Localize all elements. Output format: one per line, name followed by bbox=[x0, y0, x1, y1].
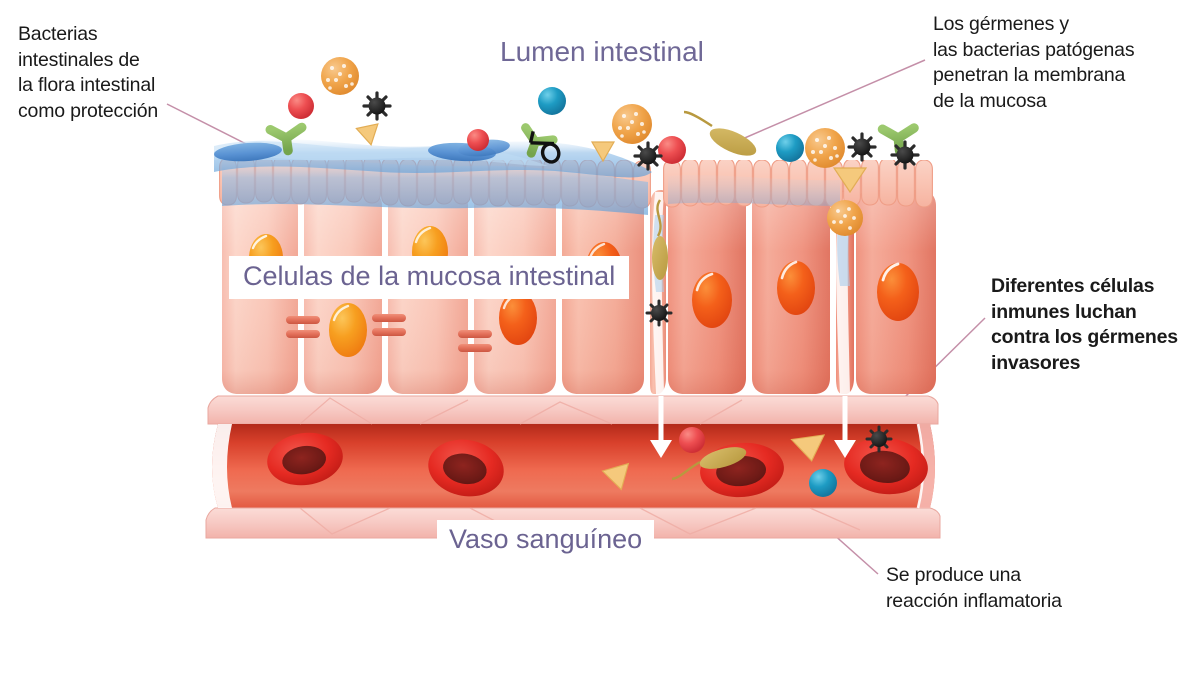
callout-reaccion-inflamatoria: Se produce una reacción inflamatoria bbox=[886, 564, 1062, 612]
arrow-down-right bbox=[834, 396, 856, 458]
red-blood-cell bbox=[844, 437, 928, 495]
epithelial-cell bbox=[668, 190, 746, 394]
immune-cell-red bbox=[467, 129, 489, 151]
commensal-bacterium-blue-rod bbox=[214, 142, 282, 162]
epithelial-cell-layer bbox=[219, 160, 936, 394]
immune-cell-teal bbox=[776, 134, 804, 162]
pathogen-bacterium-orange bbox=[612, 104, 652, 144]
pathogen-bacterium-orange bbox=[321, 57, 359, 95]
leader-line-germenes bbox=[739, 59, 926, 141]
label-vaso-sanguineo: Vaso sanguíneo bbox=[437, 520, 655, 561]
virus-black-spiky bbox=[362, 91, 392, 121]
immune-cell-teal bbox=[809, 469, 837, 497]
virus-black-spiky bbox=[847, 132, 877, 162]
callout-germenes-patogenos: Los gérmenes y las bacterias patógenas p… bbox=[933, 13, 1135, 112]
tight-junctions bbox=[286, 314, 492, 352]
red-blood-cell bbox=[267, 432, 343, 486]
immune-cell-teal bbox=[538, 87, 566, 115]
immune-cell-red bbox=[288, 93, 314, 119]
flagellated-bacillus bbox=[671, 447, 747, 481]
mucus-layer-intervillous bbox=[222, 160, 840, 215]
immune-cell-red bbox=[658, 136, 686, 164]
virus-black-spiky-penetrating bbox=[645, 299, 673, 327]
pathogen-bacterium-orange-penetrating bbox=[827, 200, 863, 236]
cytokine-triangle bbox=[601, 462, 630, 491]
tight-junction bbox=[372, 314, 406, 336]
epithelial-cell bbox=[856, 190, 936, 394]
cell-nucleus bbox=[877, 263, 919, 321]
cell-nucleus bbox=[499, 291, 537, 345]
virus-black-spiky bbox=[865, 425, 893, 453]
flagellated-bacillus-penetrating bbox=[652, 199, 668, 280]
blood-vessel bbox=[205, 395, 941, 539]
epithelial-cells bbox=[222, 190, 936, 394]
pathogen-bacterium-orange bbox=[805, 128, 845, 168]
flagellated-bacillus bbox=[683, 110, 757, 156]
cytokine-triangle bbox=[790, 434, 826, 462]
immune-cell-red bbox=[679, 427, 705, 453]
cell-nucleus bbox=[329, 303, 367, 357]
cell-nucleus bbox=[692, 272, 732, 328]
tight-junction bbox=[458, 330, 492, 352]
arrow-down-left bbox=[650, 396, 672, 458]
cytokine-triangle bbox=[355, 123, 379, 146]
lumen-particles bbox=[265, 57, 920, 327]
cell-nucleus bbox=[777, 261, 815, 315]
label-lumen-intestinal: Lumen intestinal bbox=[500, 36, 704, 67]
epithelial-cell bbox=[752, 190, 830, 394]
migration-arrows bbox=[650, 396, 856, 458]
label-celulas-mucosa: Celulas de la mucosa intestinal bbox=[229, 256, 630, 299]
virus-black-spiky bbox=[890, 140, 920, 170]
outlined-bacterium bbox=[528, 131, 561, 164]
cytokine-triangle bbox=[832, 167, 868, 194]
tight-junction bbox=[286, 316, 320, 338]
vessel-contents bbox=[267, 425, 928, 498]
red-blood-cell bbox=[428, 439, 504, 497]
callout-celulas-inmunes: Diferentes células inmunes luchan contra… bbox=[991, 275, 1178, 374]
cytokine-triangle bbox=[590, 141, 616, 163]
antibody-green bbox=[265, 122, 307, 156]
callout-flora-intestinal: Bacterias intestinales de la flora intes… bbox=[18, 23, 159, 122]
virus-black-spiky bbox=[633, 141, 663, 171]
